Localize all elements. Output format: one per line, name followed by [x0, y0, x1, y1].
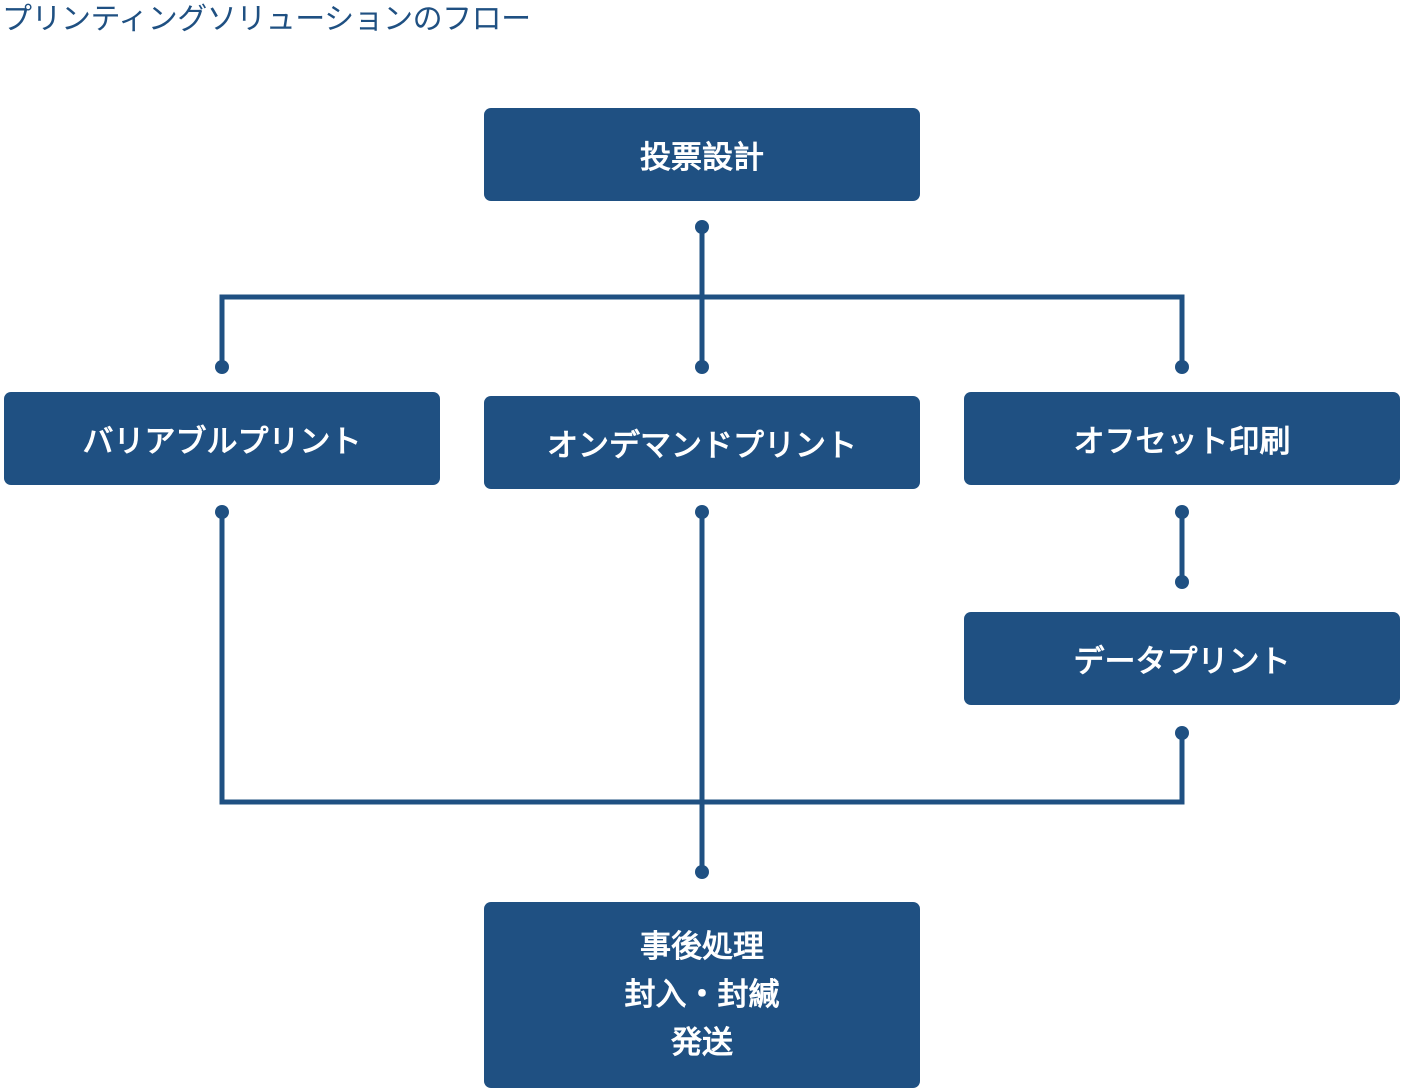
node-design-label: 投票設計 [640, 140, 764, 176]
node-variable-print-label: バリアブルプリント [82, 424, 362, 460]
connector-dot [695, 220, 709, 234]
node-design: 投票設計 [484, 108, 920, 201]
connector-dot [1175, 575, 1189, 589]
node-post-processing-line: 事後処理 [640, 929, 764, 965]
connector-dot [1175, 726, 1189, 740]
connector-dot [695, 360, 709, 374]
node-offset-print: オフセット印刷 [964, 392, 1400, 485]
node-on-demand-print: オンデマンドプリント [484, 396, 920, 489]
diagram-title: プリンティングソリューションのフロー [2, 2, 531, 37]
node-on-demand-print-label: オンデマンドプリント [547, 428, 857, 464]
connector-dot [215, 505, 229, 519]
connector-dot [1175, 360, 1189, 374]
connector-dot [695, 505, 709, 519]
connector-dot [1175, 505, 1189, 519]
node-data-print-label: データプリント [1073, 644, 1291, 680]
connector-dot [215, 360, 229, 374]
node-post-processing-line: 封入・封緘 [624, 977, 780, 1013]
node-data-print: データプリント [964, 612, 1400, 705]
connector-dot [695, 865, 709, 879]
node-offset-print-label: オフセット印刷 [1073, 424, 1291, 460]
connector-top-branch [219, 294, 1185, 367]
node-variable-print: バリアブルプリント [4, 392, 440, 485]
node-post-processing-line: 発送 [671, 1025, 733, 1061]
node-post-processing: 事後処理 封入・封緘 発送 [484, 902, 920, 1088]
